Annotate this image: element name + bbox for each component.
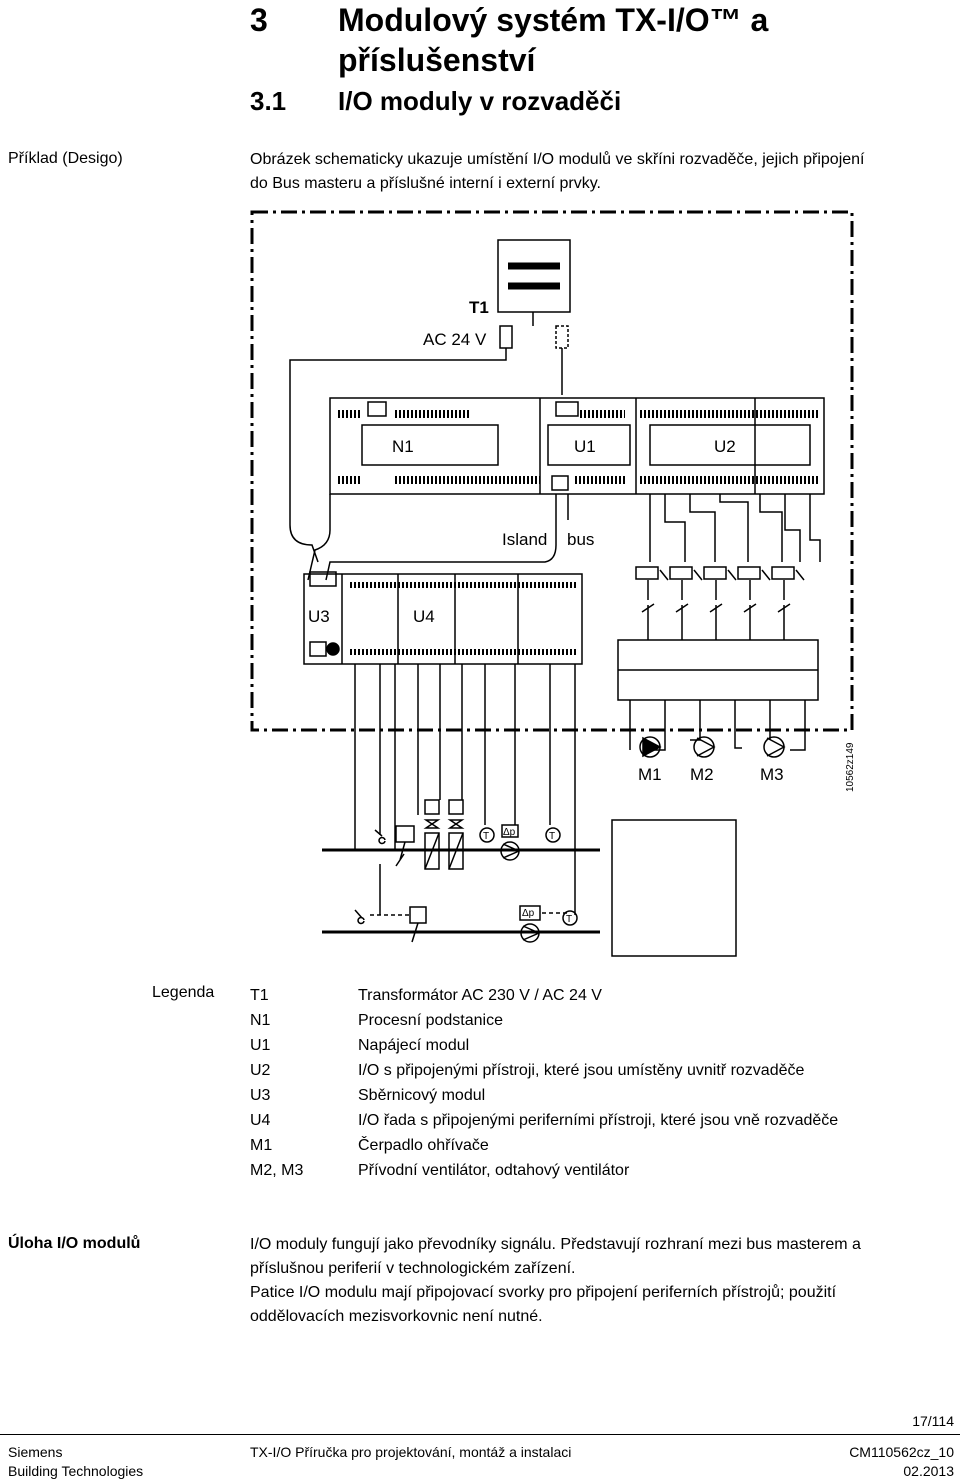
role-text: I/O moduly fungují jako převodníky signá… <box>250 1233 950 1329</box>
label-t1: T1 <box>469 298 489 317</box>
relay-group <box>635 566 805 625</box>
label-u1: U1 <box>574 437 596 456</box>
example-text: Obrázek schematicky ukazuje umístění I/O… <box>250 148 950 196</box>
air-handling-unit <box>611 819 737 957</box>
legend-value: Přívodní ventilátor, odtahový ventilátor <box>358 1162 630 1179</box>
legend-key: U3 <box>250 1087 271 1104</box>
page-number: 17/114 <box>912 1413 954 1429</box>
legend-value: Procesní podstanice <box>358 1012 503 1029</box>
chapter-heading: 3 Modulový systém TX-I/O™ a příslušenství <box>250 0 890 80</box>
role-p2-line-2: oddělovacích mezisvorkovnic není nutné. <box>250 1308 543 1325</box>
label-u4: U4 <box>413 607 435 626</box>
legend-value: I/O řada s připojenými periferními příst… <box>358 1112 839 1129</box>
damper-actuator <box>395 825 415 843</box>
cabinet-border <box>250 210 854 732</box>
legend-value: Transformátor AC 230 V / AC 24 V <box>358 987 602 1004</box>
legend-value: Napájecí modul <box>358 1037 470 1054</box>
legend-key: T1 <box>250 987 269 1004</box>
example-text-line-1: Obrázek schematicky ukazuje umístění I/O… <box>250 151 865 168</box>
legend-key: U4 <box>250 1112 271 1129</box>
section-number: 3.1 <box>250 86 287 116</box>
legend-key: N1 <box>250 1012 271 1029</box>
module-row-top <box>329 397 825 495</box>
legend-value: I/O s připojenými přístroji, které jsou … <box>358 1062 805 1079</box>
figure-code: 10562z149 <box>845 742 856 792</box>
footer-divider <box>0 1434 960 1435</box>
label-m3: M3 <box>760 765 784 784</box>
section-title: I/O moduly v rozvaděči <box>338 86 622 116</box>
role-p1-line-2: příslušnou periferií v technologickém za… <box>250 1260 576 1277</box>
label-temp-2: T <box>549 831 555 842</box>
label-temp-3: T <box>566 914 572 925</box>
module-row-bottom <box>303 573 583 665</box>
footer-division: Building Technologies <box>8 1463 144 1479</box>
legend-key: U2 <box>250 1062 271 1079</box>
legend-key: M2, M3 <box>250 1162 304 1179</box>
chapter-number: 3 <box>250 2 268 38</box>
label-u3: U3 <box>308 607 330 626</box>
legend-value: Sběrnicový modul <box>358 1087 486 1104</box>
label-m2: M2 <box>690 765 714 784</box>
label-island: Island <box>502 530 547 549</box>
label-dp-2: Δp <box>522 908 535 919</box>
legend-label: Legenda <box>152 984 215 1001</box>
chapter-title-line-1: Modulový systém TX-I/O™ a <box>338 2 769 38</box>
transformer-t1 <box>497 239 571 313</box>
role-p2-line-1: Patice I/O modulu mají připojovací svork… <box>250 1284 837 1301</box>
motor-m3 <box>763 736 785 758</box>
example-side-label: Příklad (Desigo) <box>8 150 123 167</box>
label-dp-1: Δp <box>503 827 516 838</box>
footer-company: Siemens <box>8 1444 63 1460</box>
label-ac: AC 24 V <box>423 330 487 349</box>
label-bus: bus <box>567 530 594 549</box>
io-module-schematic: T1 AC 24 V N1 U1 U2 Island bus U3 U4 M1 … <box>250 210 856 957</box>
label-u2: U2 <box>714 437 736 456</box>
footer-date: 02.2013 <box>903 1463 954 1479</box>
chapter-title-line-2: příslušenství <box>338 42 536 78</box>
legend-key: U1 <box>250 1037 271 1054</box>
motor-m2 <box>693 736 715 758</box>
label-m1: M1 <box>638 765 662 784</box>
section-heading: 3.1 I/O moduly v rozvaděči <box>250 86 621 117</box>
footer-doc-title: TX-I/O Příručka pro projektování, montáž… <box>250 1444 572 1460</box>
role-p1-line-1: I/O moduly fungují jako převodníky signá… <box>250 1236 861 1253</box>
legend-value: Čerpadlo ohřívače <box>358 1137 489 1154</box>
legend-key: M1 <box>250 1137 273 1154</box>
label-temp-1: T <box>483 831 489 842</box>
footer-doc-code: CM110562cz_10 <box>849 1444 954 1460</box>
label-n1: N1 <box>392 437 414 456</box>
role-side-label: Úloha I/O modulů <box>8 1235 141 1252</box>
example-text-line-2: do Bus masteru a příslušné interní i ext… <box>250 175 601 192</box>
